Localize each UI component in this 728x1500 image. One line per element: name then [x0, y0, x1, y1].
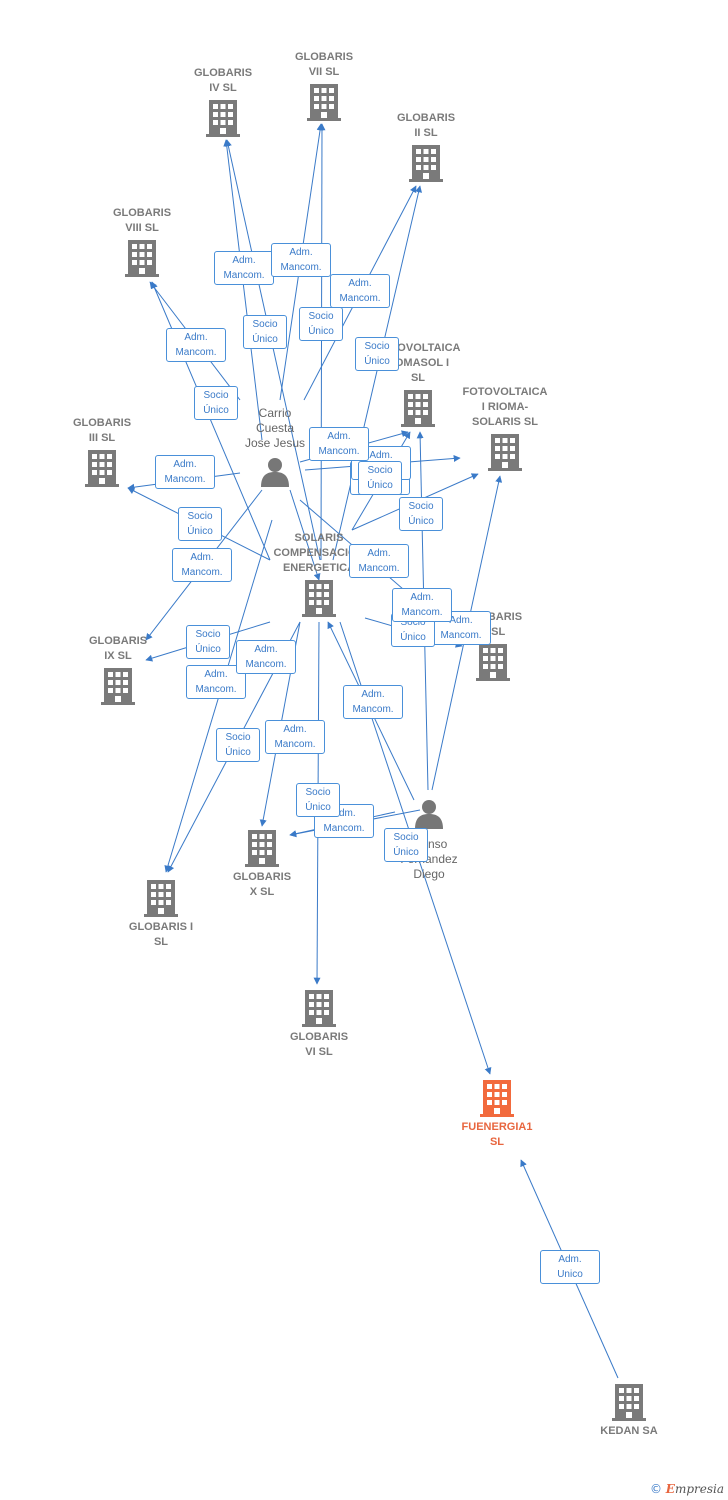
role-badge[interactable]: Adm. Mancom. — [309, 427, 369, 461]
globaris-ix-building-icon[interactable] — [101, 668, 135, 705]
node-label-text: SOLARIS COMPENSACION ENERGETICA — [273, 532, 365, 574]
node-label-text: FOTOVOLTAICA I RIOMA- SOLARIS SL — [462, 386, 548, 428]
globaris-iii-building-icon[interactable] — [85, 450, 119, 487]
role-badge[interactable]: Adm. Mancom. — [166, 328, 226, 362]
copyright-symbol: © — [649, 1482, 662, 1496]
brand-initial: E — [665, 1482, 675, 1496]
role-badge[interactable]: Socio Único — [216, 728, 260, 762]
edges-layer — [127, 123, 619, 1379]
role-badge[interactable]: Adm. Mancom. — [214, 251, 274, 285]
globaris-x-label[interactable]: GLOBARIS X SL — [207, 870, 317, 900]
node-label-text: GLOBARIS IV SL — [193, 67, 253, 94]
globaris-viii-label[interactable]: GLOBARIS VIII SL — [87, 206, 197, 236]
globaris-iv-label[interactable]: GLOBARIS IV SL — [168, 66, 278, 96]
node-label-text: GLOBARIS I SL — [128, 921, 194, 948]
globaris-i-building-icon[interactable] — [144, 880, 178, 917]
kedan-label[interactable]: KEDAN SA — [574, 1424, 684, 1439]
role-badge[interactable]: Socio Único — [299, 307, 343, 341]
edge-carrio-to-solaris — [289, 489, 321, 581]
solaris-label[interactable]: SOLARIS COMPENSACION ENERGETICA — [264, 531, 374, 576]
edge-solaris-to-globaris_iv — [224, 139, 321, 561]
role-badge[interactable]: Socio Único — [178, 507, 222, 541]
fotovoltaica-romasol-building-icon[interactable] — [401, 390, 435, 427]
node-label-text: GLOBARIS VIII SL — [112, 207, 172, 234]
role-badge[interactable]: Adm. Mancom. — [172, 548, 232, 582]
globaris-ii-building-icon[interactable] — [409, 145, 443, 182]
role-badge[interactable]: Adm. Mancom. — [155, 455, 215, 489]
globaris-i-label[interactable]: GLOBARIS I SL — [106, 920, 216, 950]
role-badge[interactable]: Socio Único — [358, 461, 402, 495]
node-label-text: FUENERGIA1 SL — [461, 1121, 533, 1148]
globaris-v-building-icon[interactable] — [476, 644, 510, 681]
role-badge[interactable]: Adm. Mancom. — [265, 720, 325, 754]
node-label-text: GLOBARIS IX SL — [88, 635, 148, 662]
fuenergia-building-icon[interactable] — [480, 1080, 514, 1117]
role-badge[interactable]: Socio Único — [355, 337, 399, 371]
edge-solaris-to-globaris_ii — [332, 185, 422, 561]
brand-name: mpresia — [674, 1482, 724, 1496]
role-badge[interactable]: Adm. Mancom. — [392, 588, 452, 622]
node-label-text: Carrio Cuesta Jose Jesus — [244, 406, 306, 450]
globaris-iii-label[interactable]: GLOBARIS III SL — [47, 416, 157, 446]
carrio-person-icon[interactable] — [261, 458, 289, 487]
role-badge[interactable]: Socio Único — [296, 783, 340, 817]
globaris-vi-building-icon[interactable] — [302, 990, 336, 1027]
edge-carrio-to-globaris_iv — [223, 139, 263, 441]
role-badge[interactable]: Adm. Mancom. — [271, 243, 331, 277]
globaris-vii-label[interactable]: GLOBARIS VII SL — [269, 50, 379, 80]
globaris-ix-label[interactable]: GLOBARIS IX SL — [63, 634, 173, 664]
role-badge[interactable]: Socio Único — [384, 828, 428, 862]
globaris-ii-label[interactable]: GLOBARIS II SL — [371, 111, 481, 141]
globaris-vii-building-icon[interactable] — [307, 84, 341, 121]
solaris-building-icon[interactable] — [302, 580, 336, 617]
role-badge[interactable]: Adm. Mancom. — [330, 274, 390, 308]
node-label-text: GLOBARIS VII SL — [294, 51, 354, 78]
globaris-x-building-icon[interactable] — [245, 830, 279, 867]
fuenergia-label[interactable]: FUENERGIA1 SL — [442, 1120, 552, 1150]
globaris-viii-building-icon[interactable] — [125, 240, 159, 277]
role-badge[interactable]: Adm. Mancom. — [343, 685, 403, 719]
alonso-person-icon[interactable] — [415, 800, 443, 829]
empresia-logo[interactable]: © Empresia — [650, 1482, 724, 1496]
globaris-vi-label[interactable]: GLOBARIS VI SL — [264, 1030, 374, 1060]
role-badge[interactable]: Adm. Mancom. — [314, 804, 374, 838]
node-label-text: KEDAN SA — [600, 1425, 658, 1437]
role-badge[interactable]: Socio Único — [194, 386, 238, 420]
role-badge[interactable]: Adm. Mancom. — [349, 544, 409, 578]
role-badge[interactable]: Adm. Mancom. — [236, 640, 296, 674]
node-label-text: GLOBARIS X SL — [232, 871, 292, 898]
role-badge[interactable]: Adm. Unico — [540, 1250, 600, 1284]
node-label-text: GLOBARIS VI SL — [289, 1031, 349, 1058]
kedan-building-icon[interactable] — [612, 1384, 646, 1421]
edge-solaris-to-globaris_vii — [318, 123, 326, 561]
role-badge[interactable]: Socio Único — [243, 315, 287, 349]
fotovoltaica-rioma-label[interactable]: FOTOVOLTAICA I RIOMA- SOLARIS SL — [450, 385, 560, 430]
node-label-text: GLOBARIS III SL — [72, 417, 132, 444]
role-badge[interactable]: Socio Único — [186, 625, 230, 659]
role-badge[interactable]: Socio Único — [399, 497, 443, 531]
globaris-iv-building-icon[interactable] — [206, 100, 240, 137]
node-label-text: GLOBARIS II SL — [396, 112, 456, 139]
carrio-label[interactable]: Carrio Cuesta Jose Jesus — [220, 406, 330, 451]
fotovoltaica-rioma-building-icon[interactable] — [488, 434, 522, 471]
